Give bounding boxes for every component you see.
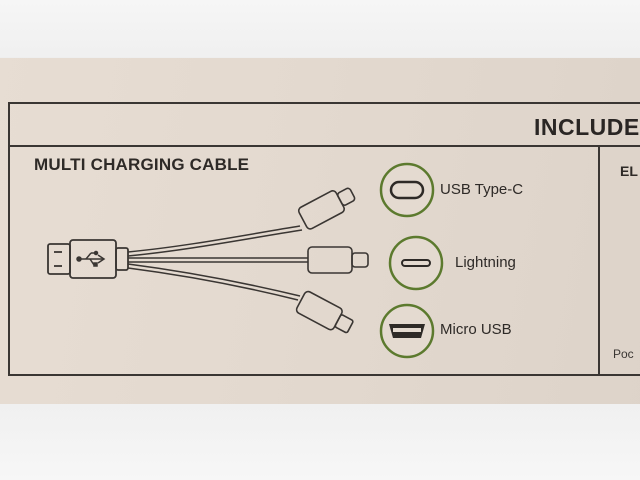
micro-usb-icon bbox=[379, 303, 435, 359]
background-top bbox=[0, 0, 640, 62]
cable-lines bbox=[127, 225, 308, 301]
lightning-label: Lightning bbox=[455, 254, 516, 271]
info-frame bbox=[8, 102, 640, 376]
usb-symbol-icon bbox=[76, 250, 106, 267]
column-divider bbox=[598, 146, 600, 376]
micro-usb-label: Micro USB bbox=[440, 321, 512, 338]
usb-type-c-icon bbox=[379, 162, 435, 218]
header-divider bbox=[8, 145, 640, 147]
usb-type-c-label: USB Type-C bbox=[440, 181, 524, 198]
usb-a-connector-icon bbox=[47, 239, 129, 279]
product-box bbox=[0, 58, 640, 410]
background-bottom bbox=[0, 404, 640, 480]
section-title: MULTI CHARGING CABLE bbox=[34, 155, 250, 174]
lightning-plug-icon bbox=[307, 246, 369, 274]
type-c-plug-icon bbox=[297, 187, 356, 230]
side-column-text: Poc bbox=[613, 347, 634, 361]
micro-usb-plug-icon bbox=[295, 290, 354, 334]
side-column-title: EL bbox=[620, 163, 638, 179]
header-title: INCLUDE bbox=[534, 114, 640, 140]
lightning-icon bbox=[388, 235, 444, 291]
